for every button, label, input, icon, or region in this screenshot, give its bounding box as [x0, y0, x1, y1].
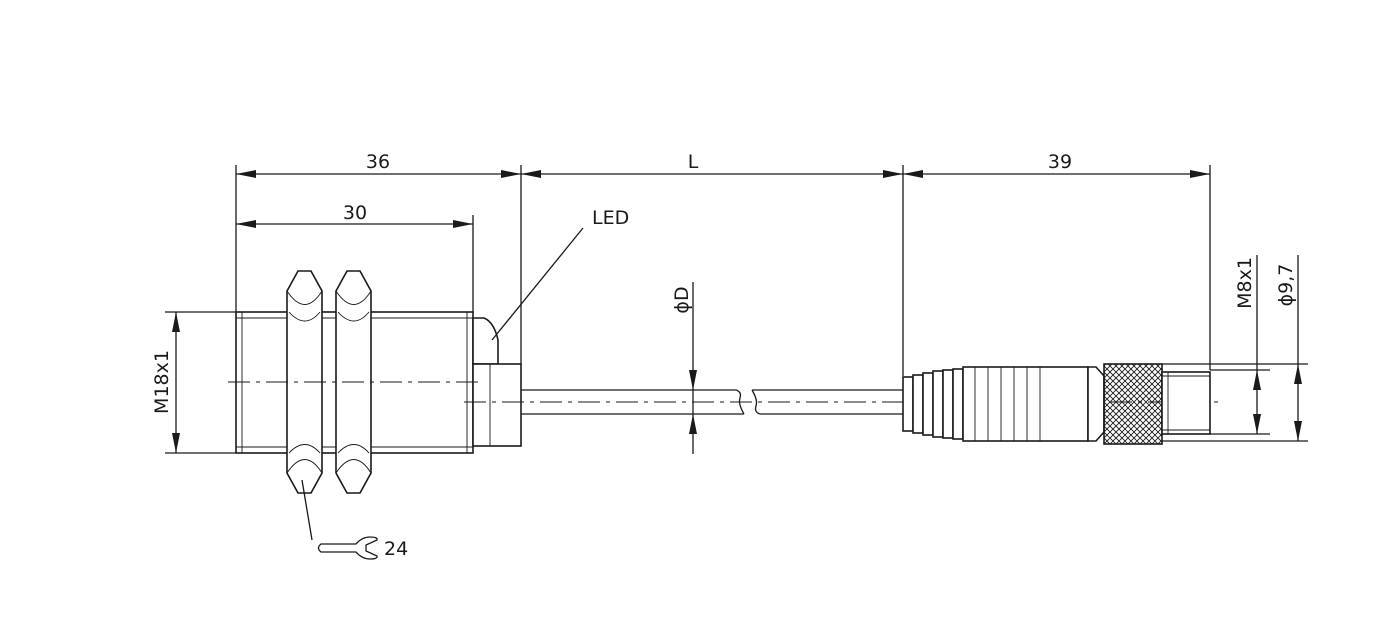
dimension-39-label: 39	[1048, 151, 1072, 173]
dimension-m18x1: M18x1	[151, 311, 236, 454]
dimension-36: 36	[235, 151, 522, 366]
dimension-30: 30	[236, 202, 474, 312]
wrench-callout: 24	[301, 479, 408, 560]
dimension-connector-diameter: ϕ9,7	[1162, 255, 1308, 442]
led-callout: LED	[491, 207, 629, 341]
cable-connector	[902, 363, 1211, 445]
dimension-m18x1-label: M18x1	[151, 350, 173, 414]
wrench-size-label: 24	[384, 538, 408, 560]
led-label: LED	[592, 207, 629, 229]
dimension-cable-diameter-label: ϕD	[671, 286, 693, 313]
dimension-39: 39	[903, 151, 1211, 370]
dimension-L: L	[521, 151, 904, 376]
dimension-m8x1-label: M8x1	[1234, 257, 1256, 309]
dimension-36-label: 36	[366, 151, 390, 173]
dimension-cable-diameter: ϕD	[671, 282, 697, 454]
dimension-m8x1: M8x1	[1210, 255, 1270, 435]
wrench-icon	[317, 536, 378, 560]
dimension-connector-diameter-label: ϕ9,7	[1275, 264, 1297, 307]
dimension-30-label: 30	[343, 202, 367, 224]
dimension-L-label: L	[688, 151, 699, 173]
